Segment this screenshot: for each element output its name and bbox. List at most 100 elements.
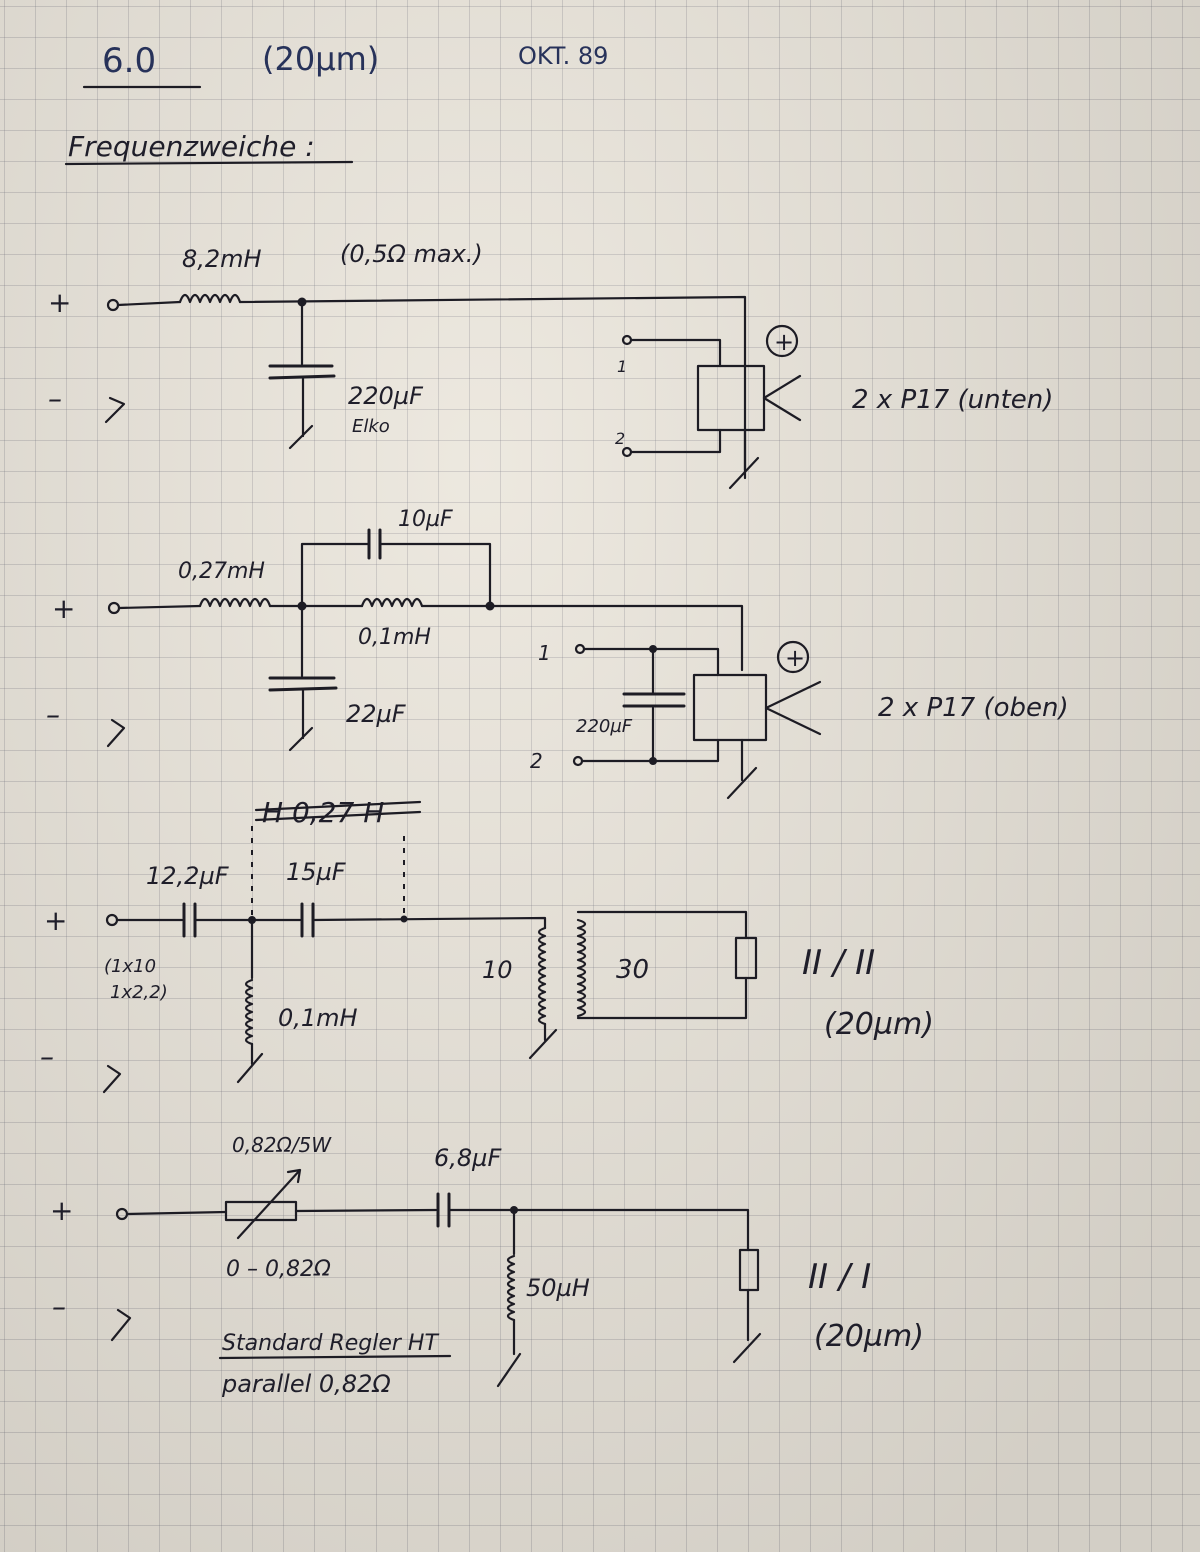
capacitor-value: 220µF [348, 382, 424, 410]
wire [629, 428, 722, 454]
date-label: OKT. 89 [518, 42, 608, 70]
ground-symbol [102, 1064, 122, 1094]
bridge-wire [300, 542, 492, 608]
terminal-2 [572, 755, 584, 767]
capacitor-1-detail-a: (1x10 [104, 956, 156, 977]
size-label: (20µm) [262, 40, 379, 78]
capacitor-2-value: 15µF [286, 858, 347, 886]
terminal-1 [621, 334, 633, 346]
ground-symbol [528, 1022, 558, 1060]
plus-terminal-label: + [52, 592, 75, 625]
inductor-symbol [198, 597, 272, 608]
minus-terminal-label: – [48, 382, 62, 415]
capacitor-type: Elko [352, 416, 390, 437]
polarity-marker [765, 324, 799, 358]
capacitor-value: 6,8µF [434, 1144, 502, 1172]
capacitor-symbol [436, 1192, 451, 1228]
ground-symbol [496, 1318, 522, 1388]
wire [125, 1210, 228, 1216]
strike-lines [254, 800, 422, 822]
transformer-secondary [576, 918, 587, 1018]
version-label: 6.0 [102, 41, 156, 81]
inductor-symbol [244, 978, 254, 1046]
wire [576, 976, 748, 1020]
polarity-label: + [774, 328, 794, 356]
wire [447, 1208, 750, 1252]
terminal-2-label: 2 [530, 749, 543, 773]
circuit-1: + – 8,2mH (0,5Ω max.) 220µF Elko 1 2 + 2… [48, 240, 1053, 490]
title-underline [64, 160, 354, 166]
struck-note: H 0,27 H [262, 796, 384, 829]
terminal-2-label: 2 [615, 429, 625, 448]
ground-symbol [106, 718, 126, 748]
junction [400, 915, 408, 923]
inductor-symbol [360, 597, 424, 608]
driver-symbol [692, 673, 768, 742]
driver-label: 2 x P17 (oben) [878, 693, 1069, 723]
minus-terminal-label: – [46, 698, 60, 731]
wire [629, 338, 722, 368]
driver-size: (20µm) [814, 1319, 924, 1354]
resistor-range: 0 – 0,82Ω [226, 1257, 331, 1282]
bridge-inductor-value: 0,1mH [358, 625, 431, 650]
bridge-capacitor-value: 10µF [398, 507, 453, 532]
input-terminal [105, 913, 119, 927]
transformer-primary [537, 926, 547, 1026]
plus-terminal-label: + [50, 1194, 73, 1227]
terminal-1 [574, 643, 586, 655]
wire [116, 300, 182, 307]
minus-terminal-label: – [52, 1290, 66, 1323]
capacitor-symbol [367, 528, 382, 560]
input-terminal [107, 601, 121, 615]
input-terminal [106, 298, 120, 312]
driver-label: II / II [802, 943, 875, 983]
dashed-bracket [251, 826, 405, 918]
terminal-1-label: 1 [617, 357, 627, 376]
driver-label: 2 x P17 (unten) [852, 385, 1053, 415]
plus-terminal-label: + [44, 904, 67, 937]
primary-ratio: 10 [482, 956, 513, 984]
capacitor-1-detail-b: 1x2,2) [110, 982, 168, 1003]
terminal-1-label: 1 [538, 641, 551, 665]
driver-cone [762, 374, 802, 422]
capacitor-symbol [268, 364, 336, 380]
capacitor-symbol [622, 692, 686, 708]
capacitor-1-value: 12,2µF [146, 862, 230, 890]
minus-terminal-label: – [40, 1040, 54, 1073]
variable-arrow [236, 1168, 302, 1240]
inductor-value: 50µH [526, 1274, 590, 1302]
top-wire [488, 604, 744, 672]
inductor-note: (0,5Ω max.) [340, 240, 483, 268]
circuit-4: + – 0,82Ω/5W 0 – 0,82Ω 6,8µF 50µH Standa… [50, 1133, 924, 1398]
ground-symbol [110, 1308, 132, 1342]
driver-size: (20µm) [824, 1007, 934, 1042]
driver-cone [764, 680, 822, 736]
wire [294, 1208, 438, 1213]
inductor-symbol [178, 293, 242, 304]
ribbon-driver-symbol [734, 936, 758, 980]
series-inductor-value: 0,27mH [178, 559, 265, 584]
polarity-marker [776, 640, 810, 674]
wire [311, 916, 547, 930]
ground-symbol [236, 1042, 264, 1084]
capacitor-1-symbol [182, 902, 197, 938]
wire [117, 604, 202, 610]
ground-symbol [104, 396, 126, 424]
circuit-2: + – 0,27mH 10µF 0,1mH 22µF 1 2 220µF [46, 507, 1069, 800]
note-line-2: parallel 0,82Ω [221, 1370, 391, 1398]
ribbon-driver-symbol [738, 1248, 760, 1292]
secondary-ratio: 30 [616, 955, 649, 985]
ground-symbol [288, 376, 314, 450]
ground-symbol [288, 688, 314, 752]
top-wire [238, 295, 747, 480]
header: 6.0 (20µm) OKT. 89 Frequenzweiche : [64, 40, 608, 166]
wire [580, 738, 720, 763]
note-line-1: Standard Regler HT [222, 1331, 439, 1356]
resistor-symbol [224, 1200, 298, 1222]
driver-capacitor-value: 220µF [576, 716, 633, 737]
input-terminal [115, 1207, 129, 1221]
ground-symbol [732, 1288, 762, 1364]
note-underline [218, 1354, 452, 1360]
